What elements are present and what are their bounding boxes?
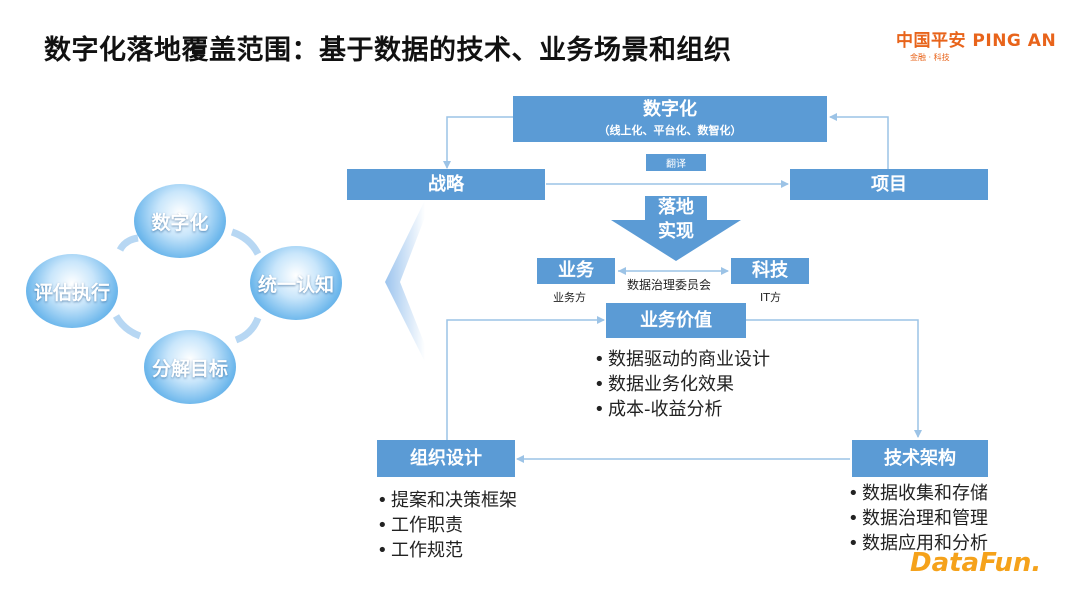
landing-line1: 落地 (658, 197, 694, 218)
digital-subtitle: （线上化、平台化、数智化） (598, 123, 742, 137)
org-design-box: 组织设计 (377, 440, 515, 477)
cycle-digital: 数字化 (134, 184, 226, 258)
strategy-box: 战略 (347, 169, 545, 200)
arrow-org-to-value (446, 316, 605, 440)
logo-main-text: 中国平安 PING AN (896, 31, 1057, 51)
list-item: •提案和决策框架 (377, 490, 517, 511)
cycle-evaluate-execute: 评估执行 (26, 254, 118, 328)
org-design-title: 组织设计 (410, 447, 482, 469)
list-item: •数据业务化效果 (594, 374, 734, 395)
tech-arch-title: 技术架构 (884, 447, 956, 469)
business-value-list: •数据驱动的商业设计 •数据业务化效果 •成本-收益分析 (594, 347, 770, 422)
business-party-label: 业务方 (553, 291, 586, 304)
arrow-digital-to-strategy (443, 116, 513, 169)
logo-sub-text: 金融 · 科技 (910, 53, 950, 62)
list-item: •工作规范 (377, 540, 463, 561)
landing-arrow (611, 196, 741, 261)
cycle-arrow-3 (234, 316, 262, 344)
digital-box: 数字化 （线上化、平台化、数智化） (513, 96, 827, 142)
business-box: 业务 (537, 258, 615, 284)
page-title: 数字化落地覆盖范围：基于数据的技术、业务场景和组织 (44, 35, 732, 66)
list-item: •成本-收益分析 (594, 399, 723, 420)
datafun-watermark: DataFun. (910, 548, 1042, 578)
business-value-title: 业务价值 (640, 309, 712, 331)
org-design-list: •提案和决策框架 •工作职责 •工作规范 (377, 488, 517, 563)
business-label: 业务 (558, 260, 594, 282)
arrow-project-to-digital (829, 113, 889, 169)
project-box: 项目 (790, 169, 988, 200)
pingan-logo: 中国平安 PING AN 金融 · 科技 (896, 26, 1056, 63)
list-item: •数据收集和存储 (848, 483, 988, 504)
tech-arch-list: •数据收集和存储 •数据治理和管理 •数据应用和分析 (848, 481, 988, 556)
cycle-unified-cognition: 统一认知 (250, 246, 342, 320)
list-item: •数据治理和管理 (848, 508, 988, 529)
business-value-box: 业务价值 (606, 303, 746, 338)
tech-arch-box: 技术架构 (852, 440, 988, 477)
translate-tag: 翻译 (646, 154, 706, 171)
it-party-label: IT方 (760, 291, 781, 304)
list-item: •数据驱动的商业设计 (594, 349, 770, 370)
cycle-arrow-4 (112, 314, 142, 340)
cycle-arrow-1 (116, 234, 139, 252)
landing-line2: 实现 (658, 221, 694, 242)
list-item: •工作职责 (377, 515, 463, 536)
cycle-arrow-2 (230, 228, 262, 256)
digital-title: 数字化 (643, 99, 697, 121)
tech-box: 科技 (731, 258, 809, 284)
list-item: •数据应用和分析 (848, 533, 988, 554)
expand-chevron (385, 200, 425, 362)
cycle-decompose-goals: 分解目标 (144, 330, 236, 404)
project-label: 项目 (871, 173, 907, 195)
committee-label: 数据治理委员会 (627, 278, 712, 292)
strategy-label: 战略 (428, 173, 464, 195)
landing-text: 落地 实现 (641, 196, 711, 244)
tech-label: 科技 (752, 260, 788, 282)
arrow-value-to-arch (746, 319, 922, 438)
